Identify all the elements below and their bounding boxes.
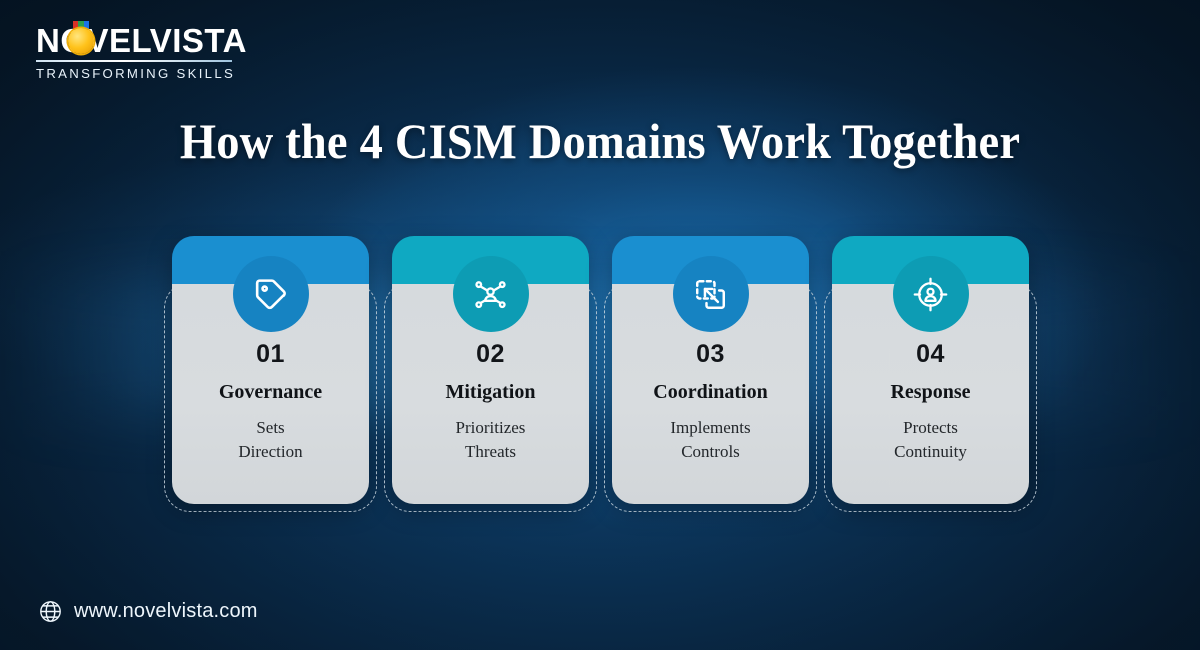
card-text-block: 02 Mitigation Prioritizes Threats	[392, 342, 589, 464]
card-text-block: 03 Coordination Implements Controls	[612, 342, 809, 464]
target-user-icon	[913, 277, 948, 311]
page-title: How the 4 CISM Domains Work Together	[179, 113, 1021, 169]
card-surface: 04 Response Protects Continuity	[832, 236, 1029, 504]
card-number: 03	[696, 340, 725, 368]
brand-name: NOVELVISTA	[36, 21, 246, 57]
footer-url-text: www.novelvista.com	[74, 600, 258, 622]
card-number: 04	[916, 340, 945, 368]
card-icon-badge	[672, 256, 749, 332]
brand-tagline: TRANSFORMING SKILLS	[36, 66, 236, 81]
card-title: Coordination	[653, 381, 768, 403]
card-number: 01	[256, 340, 285, 368]
card-description-line1: Prioritizes	[455, 418, 526, 437]
domain-card-list: 01 Governance Sets Direction	[164, 236, 1037, 512]
medal-icon	[68, 21, 94, 54]
domain-card-4[interactable]: 04 Response Protects Continuity	[824, 236, 1037, 512]
card-description-line1: Implements	[670, 418, 751, 437]
network-user-icon	[475, 280, 506, 308]
card-icon-badge	[232, 256, 309, 332]
card-description-line2: Continuity	[894, 442, 967, 462]
brand-logo: NOVELVISTA TRANSFORMING SKILLS	[36, 21, 246, 81]
card-icon-badge	[452, 256, 529, 332]
logo-divider	[36, 60, 232, 62]
footer-website[interactable]: www.novelvista.com	[38, 599, 258, 624]
domain-card-1[interactable]: 01 Governance Sets Direction	[164, 236, 377, 512]
tag-icon	[255, 278, 286, 309]
card-description-line1: Sets	[256, 418, 285, 437]
domain-card-2[interactable]: 02 Mitigation Prioritizes Threats	[384, 236, 597, 512]
move-copy-icon	[696, 279, 725, 309]
card-description-line2: Direction	[238, 442, 303, 462]
card-description: Sets Direction	[172, 416, 369, 464]
card-icon-badge	[892, 256, 969, 332]
card-text-block: 04 Response Protects Continuity	[832, 342, 1029, 464]
globe-icon	[40, 601, 61, 622]
card-title: Governance	[218, 381, 323, 403]
card-surface: 01 Governance Sets Direction	[172, 236, 369, 504]
card-description-line2: Controls	[681, 442, 740, 462]
domain-card-3[interactable]: 03 Coordination Implements Controls	[604, 236, 817, 512]
card-surface: 03 Coordination Implements Controls	[612, 236, 809, 504]
card-title: Response	[890, 381, 971, 403]
card-number: 02	[476, 340, 505, 368]
card-description: Protects Continuity	[832, 416, 1029, 464]
medal-disc	[68, 28, 94, 54]
medal-ribbon	[73, 21, 89, 30]
card-description-line2: Threats	[465, 442, 516, 462]
card-surface: 02 Mitigation Prioritizes Threats	[392, 236, 589, 504]
card-description: Implements Controls	[612, 416, 809, 464]
card-title: Mitigation	[445, 381, 536, 403]
card-text-block: 01 Governance Sets Direction	[172, 342, 369, 464]
card-description-line1: Protects	[903, 418, 958, 437]
card-description: Prioritizes Threats	[392, 416, 589, 464]
